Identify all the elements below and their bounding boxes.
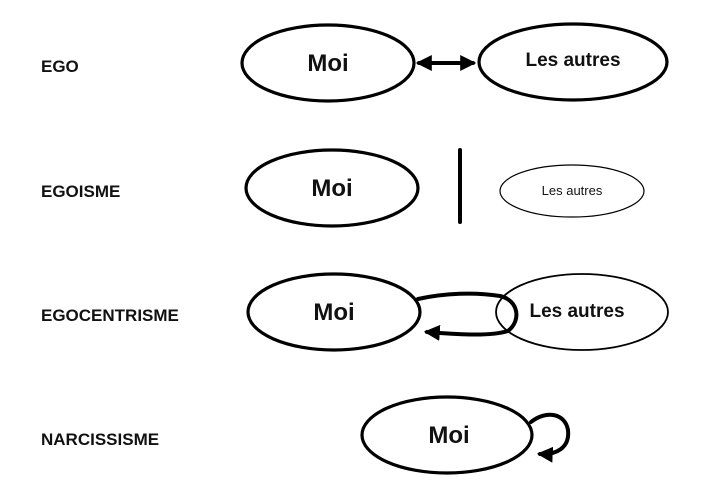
moi-ellipse-egocentrisme bbox=[246, 272, 422, 352]
moi-ellipse-ego bbox=[240, 23, 416, 103]
label-narcissisme: NARCISSISME bbox=[41, 430, 159, 449]
row-egoisme: EGOISME Moi Les autres bbox=[41, 148, 645, 228]
moi-text-narcissisme: Moi bbox=[428, 422, 469, 449]
label-ego: EGO bbox=[41, 57, 79, 76]
loop-arrow-through-others bbox=[416, 291, 519, 341]
autres-ellipse-egocentrisme bbox=[495, 273, 669, 351]
moi-ellipse-egoisme bbox=[244, 148, 420, 228]
row-narcissisme: NARCISSISME Moi bbox=[41, 395, 571, 475]
moi-ellipse-narcissisme bbox=[360, 395, 534, 475]
label-egoisme: EGOISME bbox=[41, 182, 120, 201]
label-egocentrisme: EGOCENTRISME bbox=[41, 306, 179, 325]
autres-text-egoisme: Les autres bbox=[542, 183, 603, 198]
row-ego: EGO Moi Les autres bbox=[41, 22, 669, 103]
moi-text-egoisme: Moi bbox=[311, 175, 352, 202]
moi-text-egocentrisme: Moi bbox=[313, 299, 354, 326]
autres-ellipse-egoisme bbox=[499, 164, 645, 218]
autres-ellipse-ego bbox=[477, 22, 669, 102]
autres-text-egocentrisme: Les autres bbox=[529, 301, 624, 322]
autres-text-ego: Les autres bbox=[525, 50, 620, 71]
self-loop-arrow bbox=[529, 412, 571, 463]
row-egocentrisme: EGOCENTRISME Moi Les autres bbox=[41, 272, 669, 352]
moi-text-ego: Moi bbox=[307, 50, 348, 77]
